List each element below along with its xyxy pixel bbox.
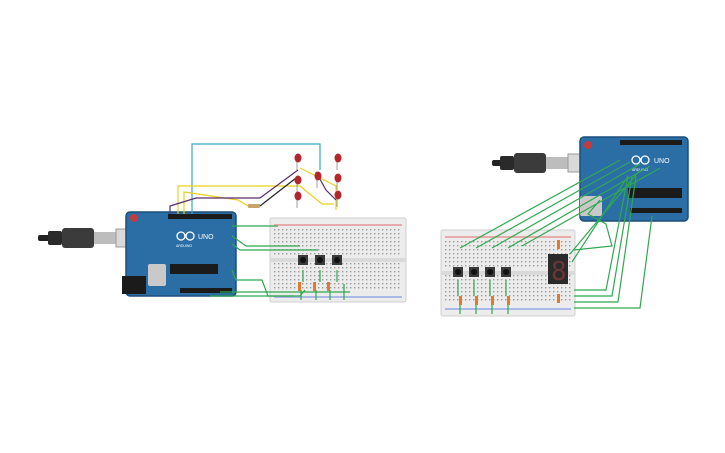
led[interactable] bbox=[314, 171, 322, 189]
wire[interactable] bbox=[459, 305, 509, 314]
reset-button[interactable] bbox=[130, 214, 138, 222]
wires-left bbox=[169, 143, 350, 300]
wire[interactable] bbox=[169, 169, 299, 214]
breadboard-holes bbox=[445, 241, 571, 301]
wire[interactable] bbox=[210, 289, 350, 297]
led[interactable] bbox=[294, 191, 302, 209]
resistor[interactable] bbox=[557, 240, 560, 249]
wire[interactable] bbox=[521, 167, 661, 247]
seven-segment-display[interactable]: 8 bbox=[548, 254, 568, 287]
board-model-label: UNO bbox=[654, 158, 670, 165]
resistor[interactable] bbox=[298, 282, 301, 291]
resistor[interactable] bbox=[459, 296, 462, 305]
wire[interactable] bbox=[191, 143, 321, 214]
usb-cable-right[interactable] bbox=[492, 153, 593, 173]
arduino-logo bbox=[176, 231, 195, 241]
resistor[interactable] bbox=[507, 296, 510, 305]
pushbutton[interactable] bbox=[453, 267, 463, 277]
left-circuit: UNO ARDUINO bbox=[38, 143, 407, 303]
wire[interactable] bbox=[231, 269, 294, 297]
wire[interactable] bbox=[231, 225, 318, 251]
capacitor bbox=[148, 264, 166, 286]
board-model-label: UNO bbox=[198, 234, 214, 241]
power-jack bbox=[122, 276, 146, 294]
arduino-uno-left[interactable]: UNO ARDUINO bbox=[122, 211, 237, 297]
resistor[interactable] bbox=[313, 282, 316, 291]
resistor[interactable] bbox=[327, 282, 330, 291]
right-circuit: UNO ARDUINO 8 bbox=[440, 136, 689, 317]
atmega-chip bbox=[628, 188, 682, 198]
wires-right bbox=[457, 159, 661, 314]
wire[interactable] bbox=[574, 215, 653, 309]
wire[interactable] bbox=[507, 165, 651, 249]
wire[interactable] bbox=[574, 175, 629, 291]
wire[interactable] bbox=[300, 284, 345, 300]
digital-header bbox=[168, 214, 232, 219]
resistor[interactable] bbox=[248, 204, 260, 208]
analog-header bbox=[630, 208, 682, 213]
reset-button[interactable] bbox=[584, 141, 592, 149]
seven-segment-digit: 8 bbox=[551, 257, 567, 287]
digital-header bbox=[620, 140, 682, 145]
wire[interactable] bbox=[571, 175, 629, 263]
analog-header bbox=[180, 288, 232, 293]
wire[interactable] bbox=[457, 280, 507, 296]
atmega-chip bbox=[170, 264, 218, 274]
wire[interactable] bbox=[299, 167, 337, 210]
wire[interactable] bbox=[177, 185, 334, 214]
wire[interactable] bbox=[574, 175, 633, 297]
arduino-uno-right[interactable]: UNO ARDUINO bbox=[579, 136, 689, 222]
wire[interactable] bbox=[573, 199, 613, 251]
led[interactable] bbox=[294, 175, 302, 193]
wire[interactable] bbox=[302, 270, 338, 282]
pushbuttons-left bbox=[298, 255, 342, 265]
led[interactable] bbox=[334, 173, 342, 191]
arduino-logo bbox=[631, 155, 650, 165]
wire[interactable] bbox=[475, 161, 631, 249]
led[interactable] bbox=[294, 153, 302, 171]
breadboard-holes bbox=[274, 229, 400, 289]
pushbutton[interactable] bbox=[501, 267, 511, 277]
pushbutton[interactable] bbox=[469, 267, 479, 277]
wire[interactable] bbox=[491, 163, 641, 249]
wire[interactable] bbox=[259, 177, 297, 207]
wire[interactable] bbox=[183, 191, 249, 214]
resistors-right bbox=[459, 240, 560, 305]
pushbutton[interactable] bbox=[315, 255, 325, 265]
resistor[interactable] bbox=[557, 294, 560, 303]
pushbuttons-right bbox=[453, 267, 511, 277]
resistor[interactable] bbox=[491, 296, 494, 305]
led[interactable] bbox=[334, 190, 342, 208]
pushbutton[interactable] bbox=[332, 255, 342, 265]
wire[interactable] bbox=[574, 175, 637, 303]
resistors-left bbox=[298, 282, 330, 291]
board-brand-label: ARDUINO bbox=[632, 168, 648, 172]
wire[interactable] bbox=[459, 159, 621, 249]
capacitor bbox=[580, 196, 602, 216]
board-brand-label: ARDUINO bbox=[176, 244, 192, 248]
resistor[interactable] bbox=[475, 296, 478, 305]
usb-cable-left[interactable] bbox=[38, 228, 141, 248]
led[interactable] bbox=[334, 153, 342, 171]
leds-left bbox=[294, 153, 342, 209]
pushbutton[interactable] bbox=[485, 267, 495, 277]
pushbutton[interactable] bbox=[298, 255, 308, 265]
